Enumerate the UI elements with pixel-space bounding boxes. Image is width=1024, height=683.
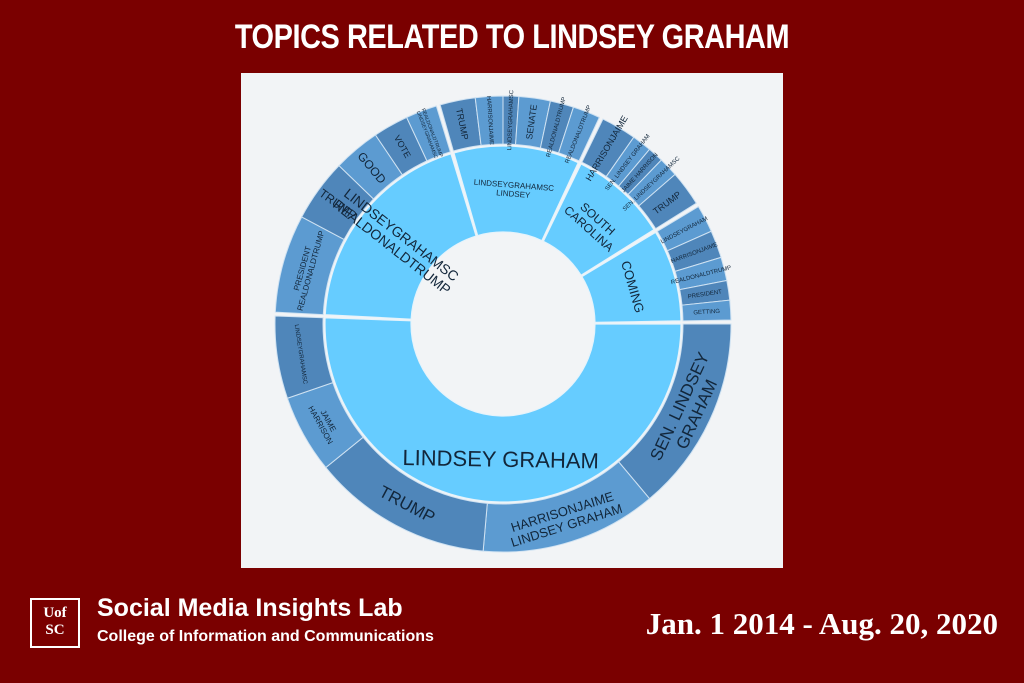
outer-segment[interactable] [557, 106, 601, 162]
lab-name: Social Media Insights Lab [97, 594, 403, 622]
logo-text-bottom: SC [45, 622, 65, 638]
inner-segment[interactable] [453, 145, 580, 242]
sunburst-chart: LINDSEY GRAHAMLINDSEYGRAHAMSCREALDONALDT… [274, 89, 732, 553]
chart-title: TOPICS RELATED TO LINDSEY GRAHAM [234, 18, 790, 56]
inner-segment[interactable] [324, 153, 477, 320]
outer-label: SENATE [524, 104, 539, 140]
outer-label: LINDSEYGRAHAMSC [507, 89, 515, 150]
inner-segment[interactable] [324, 317, 682, 503]
university-logo: Uof SC [30, 598, 80, 648]
logo-text-top: Uof [43, 605, 67, 621]
outer-label: HARRISONJAIME [485, 96, 494, 146]
college-name: College of Information and Communication… [97, 628, 434, 645]
outer-segment[interactable] [638, 173, 698, 230]
inner-segment[interactable] [581, 231, 682, 324]
outer-segment[interactable] [681, 299, 732, 322]
outer-segment[interactable] [405, 105, 451, 162]
inner-segment[interactable] [542, 163, 655, 277]
footer: Uof SC Social Media Insights Lab College… [0, 592, 1024, 672]
outer-segment[interactable] [274, 315, 334, 399]
outer-label: GETTING [693, 309, 720, 317]
inner-label: LINDSEY GRAHAM [402, 445, 599, 473]
outer-label: PRESIDENT [687, 289, 722, 300]
logo-text: Uof SC [32, 605, 78, 639]
date-range: Jan. 1 2014 - Aug. 20, 2020 [645, 606, 998, 641]
